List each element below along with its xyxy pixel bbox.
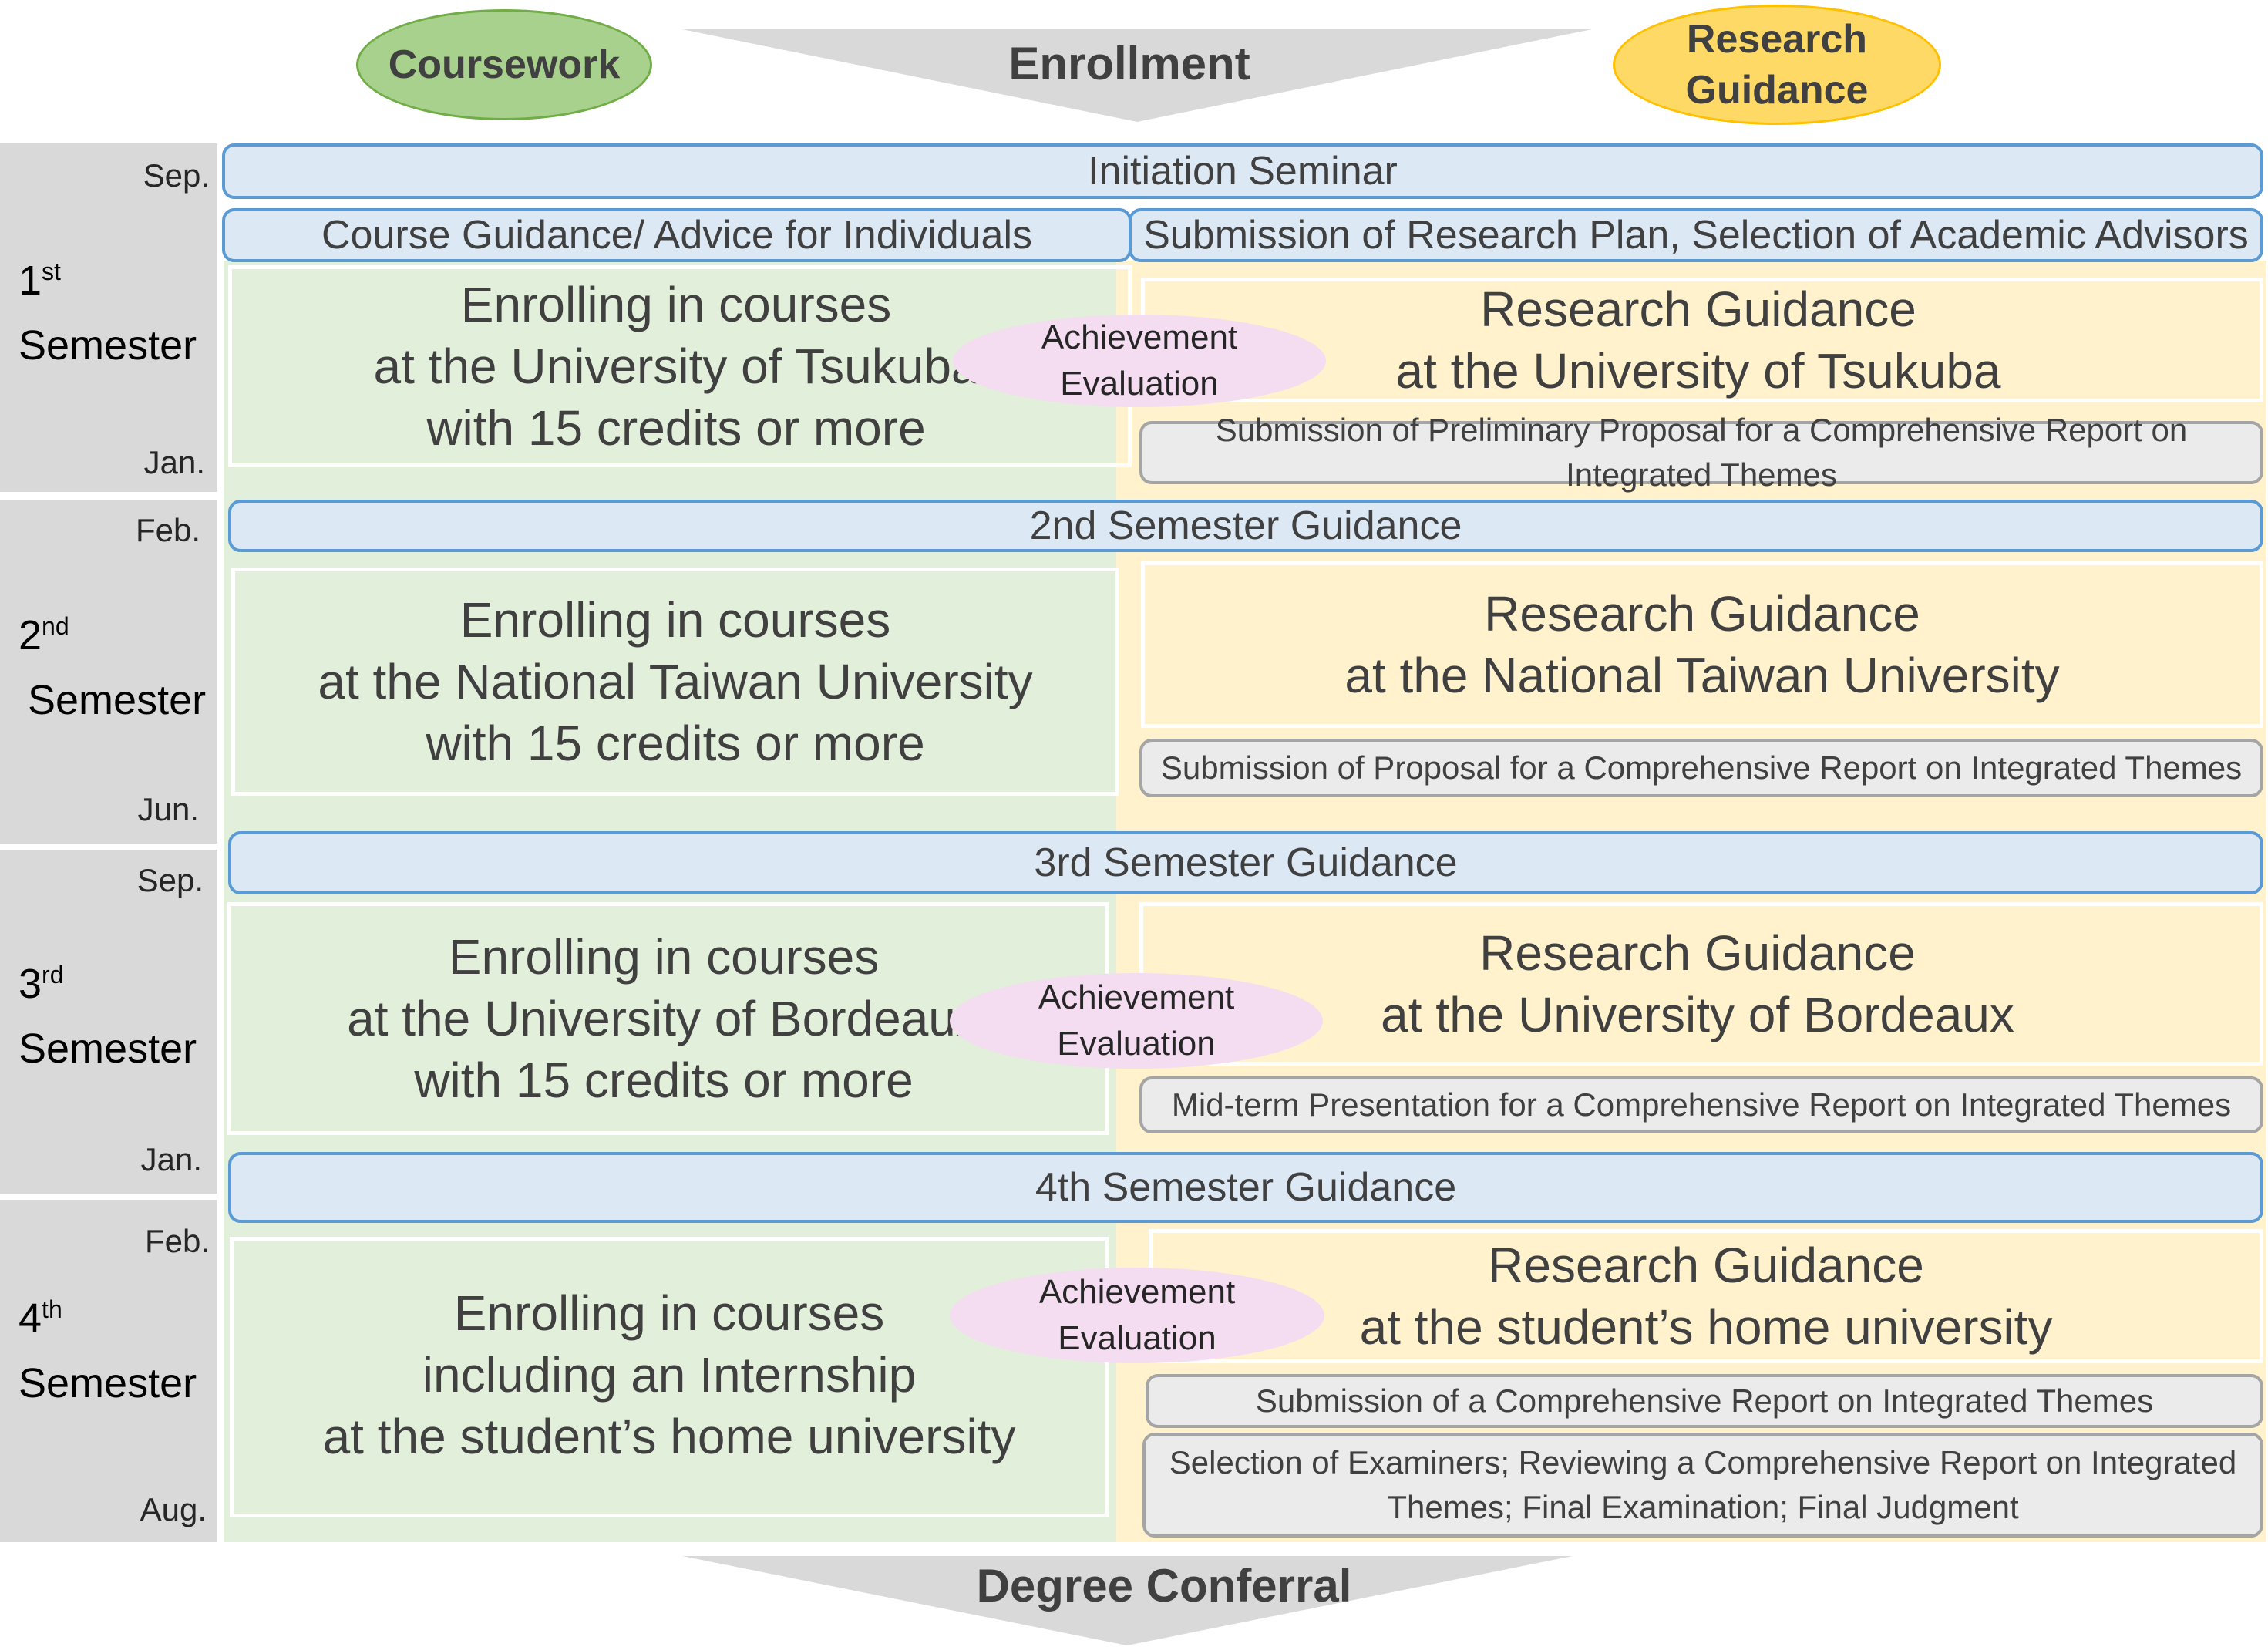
submission-box-4a: Submission of a Comprehensive Report on …	[1146, 1374, 2263, 1428]
research-3-line1: Research Guidance	[1479, 925, 1916, 981]
coursework-4-line2: including an Internship	[422, 1347, 917, 1403]
coursework-box-4: Enrolling in courses including an Intern…	[230, 1237, 1109, 1517]
enrollment-arrow	[682, 29, 1592, 122]
research-plan-bar: Submission of Research Plan, Selection o…	[1129, 208, 2263, 262]
degree-conferral-label: Degree Conferral	[976, 1559, 1352, 1612]
semester-2-label: 2nd Semester	[19, 612, 207, 723]
coursework-4-line1: Enrolling in courses	[453, 1285, 885, 1341]
research-2-line1: Research Guidance	[1484, 586, 1920, 642]
research-box-2: Research Guidance at the National Taiwan…	[1141, 561, 2263, 728]
research-1-line2: at the University of Tsukuba	[1395, 343, 2001, 399]
research-box-1: Research Guidance at the University of T…	[1141, 278, 2263, 402]
semester-3-cell	[0, 850, 217, 1194]
coursework-label: Coursework	[388, 42, 621, 87]
semester-2-cell	[0, 500, 217, 844]
coursework-4-line3: at the student’s home university	[322, 1409, 1016, 1464]
semester-4-start-month: Feb.	[144, 1223, 210, 1259]
research-box-4: Research Guidance at the student’s home …	[1149, 1229, 2263, 1363]
submission-4b-line2: Themes; Final Examination; Final Judgmen…	[1387, 1489, 2019, 1525]
semester-3-end-month: Jan.	[140, 1141, 202, 1177]
semester-3-guidance-bar: 3rd Semester Guidance	[228, 831, 2263, 894]
achievement-evaluation-3: Achievement Evaluation	[950, 973, 1323, 1069]
achievement-evaluation-4: Achievement Evaluation	[950, 1268, 1324, 1363]
semester-1-start-month: Sep.	[143, 157, 210, 194]
coursework-ellipse: Coursework	[356, 9, 652, 120]
coursework-1-line2: at the University of Tsukuba	[373, 338, 979, 394]
research-1-line1: Research Guidance	[1480, 281, 1916, 337]
semester-1-cell	[0, 143, 217, 492]
semester-1-label: 1st Semester	[19, 258, 197, 369]
coursework-3-line2: at the University of Bordeaux	[347, 991, 981, 1046]
coursework-2-line3: with 15 credits or more	[426, 716, 925, 771]
research-4-line2: at the student’s home university	[1359, 1299, 2053, 1355]
coursework-box-3: Enrolling in courses at the University o…	[227, 902, 1109, 1135]
semester-4-end-month: Aug.	[140, 1491, 207, 1527]
initiation-seminar-bar: Initiation Seminar	[222, 143, 2263, 199]
submission-box-1: Submission of Preliminary Proposal for a…	[1139, 412, 2263, 493]
coursework-box-1: Enrolling in courses at the University o…	[228, 265, 1132, 467]
submission-box-4b: Selection of Examiners; Reviewing a Comp…	[1142, 1433, 2263, 1538]
semester-2-guidance-bar: 2nd Semester Guidance	[228, 500, 2263, 552]
semester-4-label: 4th Semester	[19, 1295, 197, 1406]
degree-conferral-arrow	[682, 1556, 1573, 1645]
semester-1-end-month: Jan.	[143, 444, 205, 480]
semester-4-cell	[0, 1200, 217, 1542]
submission-box-3: Mid-term Presentation for a Comprehensiv…	[1139, 1076, 2263, 1133]
coursework-3-line3: with 15 credits or more	[414, 1053, 914, 1108]
semester-2-end-month: Jun.	[137, 791, 199, 827]
coursework-box-2: Enrolling in courses at the National Tai…	[231, 568, 1119, 796]
coursework-2-line2: at the National Taiwan University	[318, 654, 1033, 709]
research-guidance-label-line2: Guidance	[1685, 68, 1869, 113]
research-2-line2: at the National Taiwan University	[1344, 648, 2060, 703]
submission-4b-line1: Selection of Examiners; Reviewing a Comp…	[1169, 1444, 2237, 1480]
semester-2-start-month: Feb.	[135, 512, 200, 548]
research-box-3: Research Guidance at the University of B…	[1139, 902, 2263, 1066]
achievement-evaluation-1: Achievement Evaluation	[953, 315, 1326, 407]
enrollment-label: Enrollment	[1008, 37, 1250, 89]
semester-3-start-month: Sep.	[136, 862, 204, 898]
research-3-line2: at the University of Bordeaux	[1381, 987, 2014, 1042]
semester-4-guidance-bar: 4th Semester Guidance	[228, 1152, 2263, 1223]
coursework-1-line3: with 15 credits or more	[426, 400, 926, 456]
coursework-1-line1: Enrolling in courses	[460, 277, 892, 332]
research-4-line1: Research Guidance	[1488, 1238, 1924, 1293]
coursework-2-line1: Enrolling in courses	[459, 592, 891, 648]
semester-3-label: 3rd Semester	[19, 961, 197, 1072]
coursework-3-line1: Enrolling in courses	[448, 929, 880, 985]
course-guidance-bar: Course Guidance/ Advice for Individuals	[222, 208, 1132, 262]
research-guidance-ellipse: Research Guidance	[1613, 5, 1941, 125]
submission-box-2: Submission of Proposal for a Comprehensi…	[1139, 739, 2263, 797]
research-guidance-label-line1: Research	[1686, 17, 1868, 62]
